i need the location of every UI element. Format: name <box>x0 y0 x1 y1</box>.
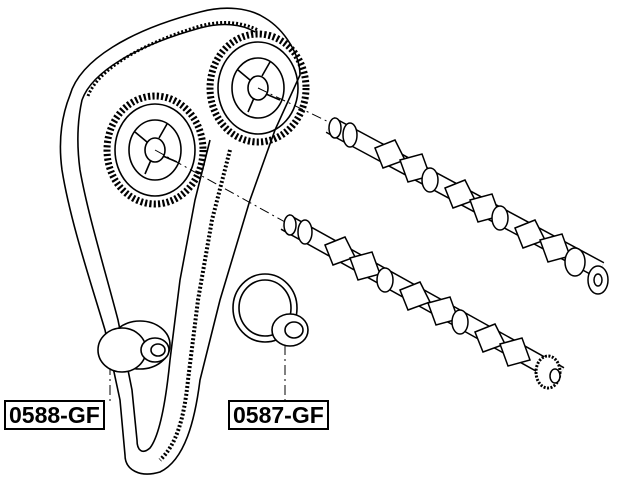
part-label-tensioner: 0587-GF <box>228 400 329 430</box>
lower-camshaft <box>280 214 565 390</box>
upper-sprocket-teeth <box>206 30 310 146</box>
lower-cam-lobe <box>349 251 381 281</box>
upper-camshaft <box>325 117 609 295</box>
idler-pulley <box>97 320 171 373</box>
alignment-lines <box>109 87 336 402</box>
lower-camshaft-sprocket <box>103 92 207 208</box>
belt-outer-edge <box>59 7 301 475</box>
upper-camshaft-sprocket <box>206 30 310 146</box>
tensioner-pulley <box>232 273 309 347</box>
belt-inner-edge <box>77 23 256 452</box>
belt-teeth-upper <box>86 21 259 97</box>
lower-cam-lobe <box>499 337 531 367</box>
part-label-idler: 0588-GF <box>4 400 105 430</box>
belt-teeth-right <box>158 149 232 462</box>
lower-sprocket-teeth <box>103 92 207 208</box>
